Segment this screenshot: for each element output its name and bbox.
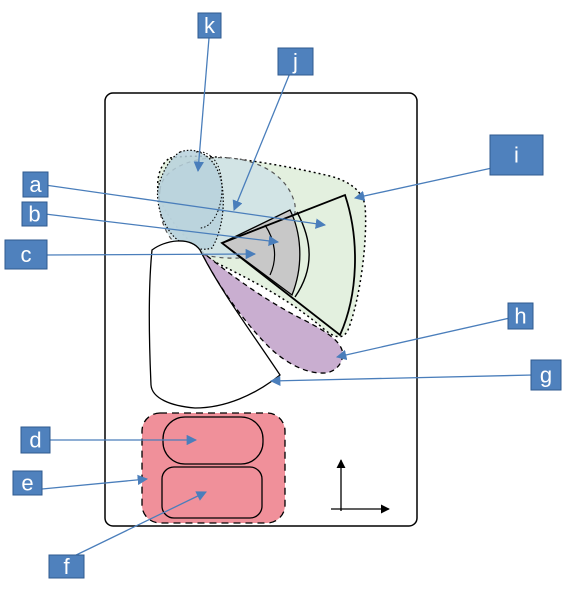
label-e-text: e	[21, 471, 33, 496]
label-g-text: g	[540, 363, 552, 388]
label-a-text: a	[29, 172, 42, 197]
label-a: a	[22, 171, 49, 198]
region-b-arc	[294, 211, 310, 298]
label-d-text: d	[29, 428, 41, 453]
label-k: k	[197, 12, 222, 39]
region-f	[161, 466, 263, 519]
label-c-text: c	[21, 242, 32, 267]
label-g: g	[530, 359, 562, 391]
label-i-text: i	[514, 143, 519, 168]
label-f: f	[48, 554, 85, 579]
label-i: i	[489, 134, 544, 176]
label-h-text: h	[514, 304, 526, 329]
label-c: c	[4, 239, 48, 270]
arrow-f	[69, 491, 207, 559]
region-g	[148, 240, 281, 409]
label-b-text: b	[28, 202, 40, 227]
region-c-arc	[264, 224, 276, 276]
label-h: h	[507, 302, 534, 330]
label-j: j	[277, 47, 314, 76]
arrow-e	[41, 474, 149, 490]
label-f-text: f	[63, 554, 70, 579]
region-a	[220, 193, 356, 337]
region-k	[156, 149, 224, 250]
label-b: b	[21, 201, 48, 227]
axes-arrows-icon	[331, 459, 390, 514]
arrow-b	[44, 213, 280, 247]
region-h	[199, 249, 344, 374]
label-k-text: k	[204, 13, 216, 38]
arrow-c	[44, 248, 257, 260]
arrow-h	[335, 317, 511, 361]
label-j-text: j	[292, 49, 298, 74]
region-b	[220, 209, 301, 297]
label-e: e	[12, 470, 43, 496]
arrow-a	[44, 184, 327, 229]
label-d: d	[20, 426, 51, 454]
arrow-g	[269, 374, 534, 386]
arrow-i	[353, 167, 493, 202]
arrow-j	[232, 72, 291, 211]
arrow-k	[193, 37, 210, 173]
